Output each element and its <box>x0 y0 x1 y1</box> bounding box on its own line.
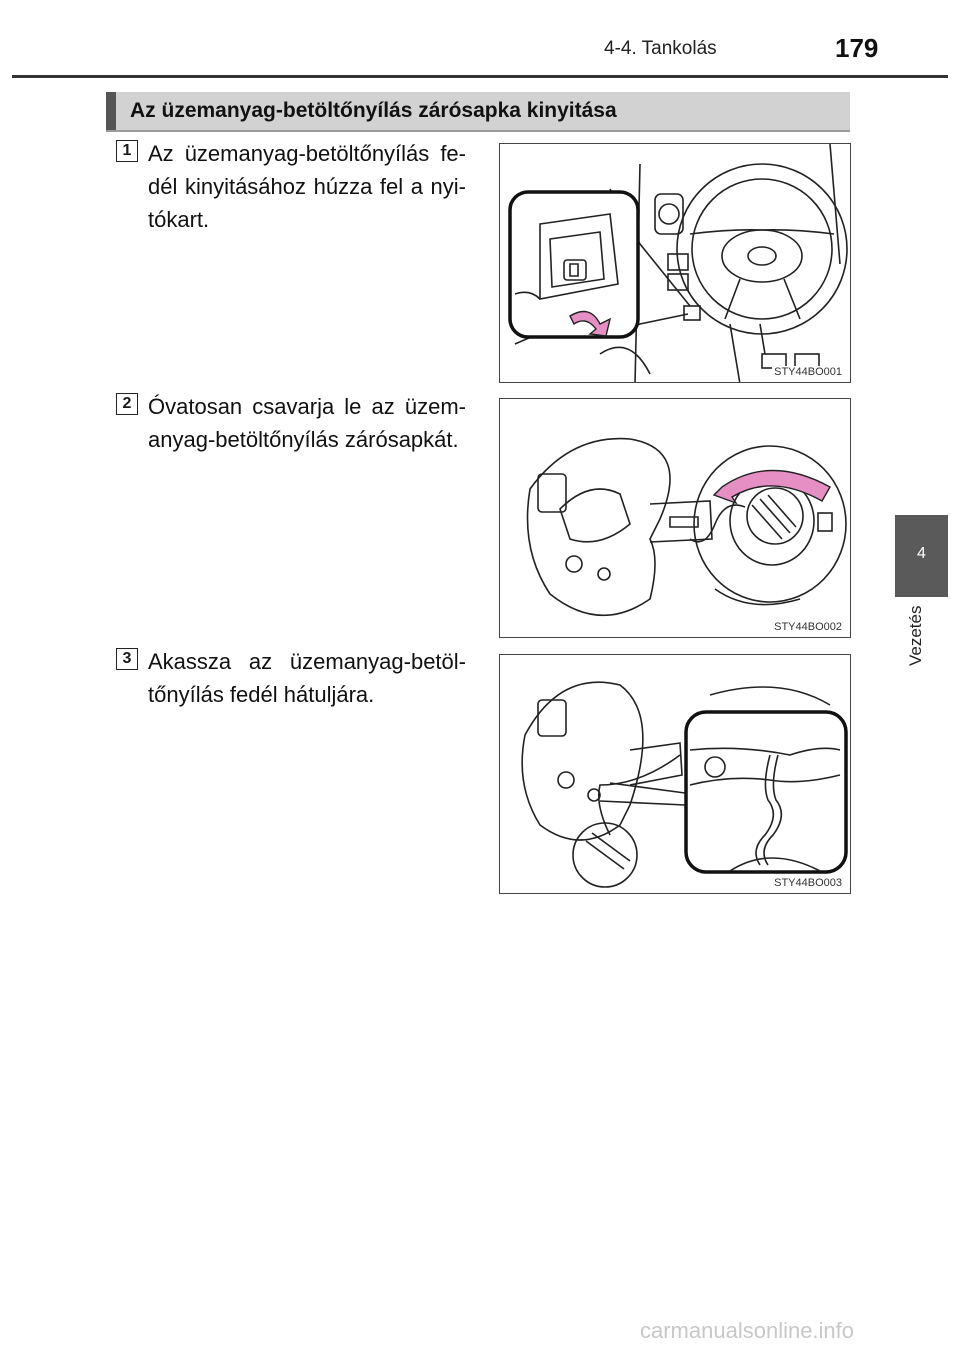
figure-fuel-lever: STY44BO001 <box>499 143 851 383</box>
section-divider <box>106 130 850 132</box>
chapter-title: 4-4. Tankolás <box>604 38 717 59</box>
cap-hook-illustration <box>521 681 848 888</box>
chapter-tab: 4 <box>895 515 948 597</box>
section-title: Az üzemanyag-betöltőnyílás zárósapka kin… <box>130 99 617 122</box>
chapter-tab-number: 4 <box>917 545 926 562</box>
fuel-lever-illustration <box>508 144 848 382</box>
step-text-2: Óvatosan csavarja le az üzem-anyag-betöl… <box>148 394 466 452</box>
step-text-3: Akassza az üzemanyag-betöl-tőnyílás fedé… <box>148 649 466 707</box>
step-text-1: Az üzemanyag-betöltőnyílás fe-dél kinyit… <box>148 141 466 232</box>
step-number-1: 1 <box>116 140 138 162</box>
section-heading: Az üzemanyag-betöltőnyílás zárósapka kin… <box>106 92 850 130</box>
figure-code-2: STY44BO002 <box>772 621 844 633</box>
header-divider <box>12 75 948 78</box>
figure-code-3: STY44BO003 <box>772 877 844 889</box>
watermark: carmanualsonline.info <box>640 1318 855 1343</box>
page-number: 179 <box>835 33 879 63</box>
figure-fuel-cap: STY44BO002 <box>499 398 851 638</box>
step-number-2: 2 <box>116 393 138 415</box>
figure-cap-hook: STY44BO003 <box>499 654 851 894</box>
fuel-cap-illustration <box>526 437 847 617</box>
figure-code-1: STY44BO001 <box>772 366 844 378</box>
step-number-3: 3 <box>116 648 138 670</box>
chapter-tab-label: Vezetés <box>906 606 925 667</box>
